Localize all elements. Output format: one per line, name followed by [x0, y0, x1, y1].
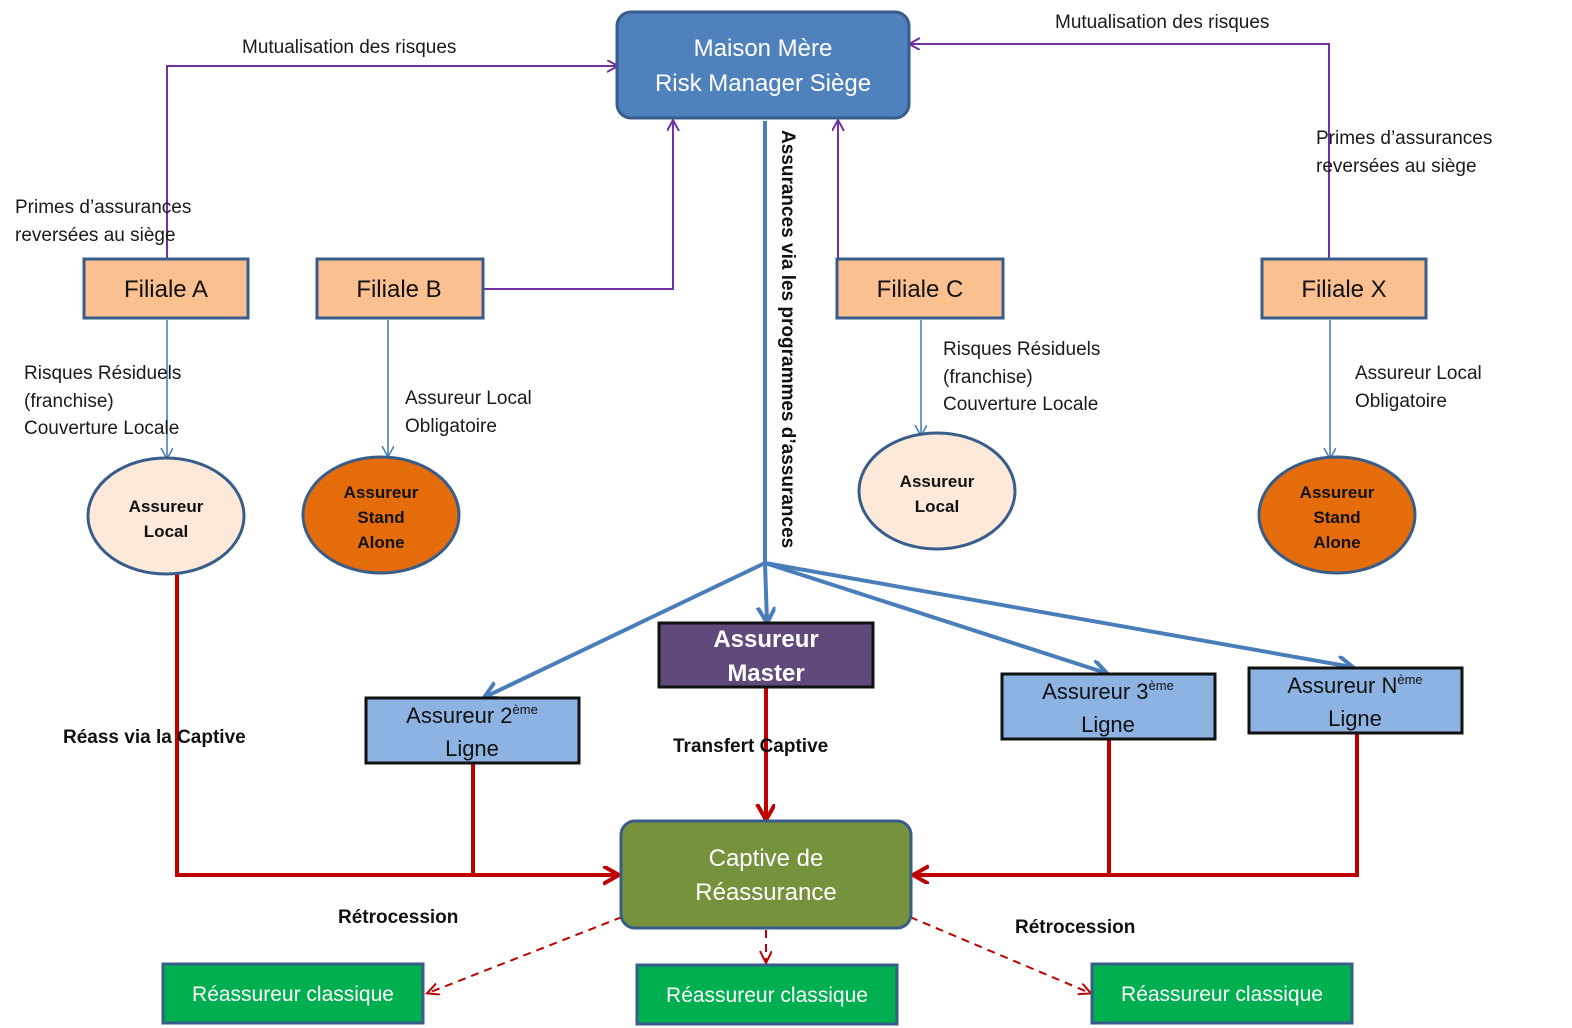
reassureur-right-label: Réassureur classique — [1121, 983, 1323, 1006]
filiale-b-node: Filiale B — [315, 257, 485, 320]
assureur-neme-ligne-node: Assureur Nème Ligne — [1247, 666, 1464, 735]
stand-alone-x-line3: Alone — [1313, 533, 1360, 552]
filiale-c-label: Filiale C — [877, 276, 964, 303]
label-risques-a-2: (franchise) — [24, 391, 114, 412]
assureur-2eme-prefix: Assureur 2 — [406, 703, 512, 728]
arrow-filiale-x-to-maison — [910, 44, 1330, 258]
label-oblig-b-2: Obligatoire — [405, 416, 497, 437]
reassureur-left-label: Réassureur classique — [192, 983, 394, 1006]
assureur-3eme-sup: ème — [1149, 678, 1174, 693]
label-mutualisation-right: Mutualisation des risques — [1055, 12, 1269, 33]
reassureur-left-node: Réassureur classique — [161, 962, 425, 1025]
assureur-3eme-line1: Assureur 3ème — [1042, 678, 1174, 704]
thin-blue-connectors — [167, 320, 1330, 458]
reassureur-right-node: Réassureur classique — [1090, 962, 1354, 1025]
label-primes-left-2: reversées au siège — [15, 225, 176, 246]
assureur-local-c-node: Assureur Local — [857, 431, 1017, 551]
label-primes-right-2: reversées au siège — [1316, 156, 1477, 177]
filiale-c-node: Filiale C — [835, 257, 1005, 320]
label-transfert-captive: Transfert Captive — [673, 736, 828, 757]
stand-alone-x-line1: Assureur — [1300, 483, 1375, 502]
label-primes-right-1: Primes d’assurances — [1316, 128, 1492, 149]
label-oblig-x-2: Obligatoire — [1355, 391, 1447, 412]
stand-alone-b-line3: Alone — [357, 533, 404, 552]
assureur-local-c-line2: Local — [915, 497, 959, 516]
arrow-to-neme — [764, 561, 1352, 667]
assureur-2eme-sup: ème — [513, 702, 538, 717]
assureur-master-line1: Assureur — [713, 626, 818, 653]
arrow-to-2eme — [485, 561, 766, 697]
assureur-3eme-line2: Ligne — [1081, 712, 1135, 737]
assureur-2eme-line1: Assureur 2ème — [406, 702, 538, 728]
filiale-b-label: Filiale B — [356, 276, 441, 303]
filiale-x-node: Filiale X — [1260, 257, 1428, 320]
filiale-x-label: Filiale X — [1301, 276, 1386, 303]
assureur-local-a-line1: Assureur — [129, 497, 204, 516]
reassureur-center-node: Réassureur classique — [635, 963, 899, 1026]
assureur-local-c-line1: Assureur — [900, 472, 975, 491]
assureur-master-line2: Master — [727, 660, 804, 687]
arrow-to-3eme — [764, 561, 1106, 673]
captive-node: Captive de Réassurance — [619, 819, 913, 930]
label-mutualisation-left: Mutualisation des risques — [242, 37, 456, 58]
retro-arrow-right — [909, 916, 1090, 993]
filiale-a-label: Filiale A — [124, 276, 208, 303]
assureur-local-a-line2: Local — [144, 522, 188, 541]
label-risques-c-3: Couverture Locale — [943, 394, 1098, 415]
label-risques-c-1: Risques Résiduels — [943, 339, 1100, 360]
arrow-to-master — [765, 562, 767, 622]
label-oblig-b-1: Assureur Local — [405, 388, 532, 409]
arrow-neme-to-captive — [914, 734, 1359, 875]
maison-mere-line2: Risk Manager Siège — [655, 70, 871, 97]
captive-line1: Captive de — [709, 845, 824, 872]
purple-connectors — [166, 44, 1330, 290]
assureur-3eme-prefix: Assureur 3 — [1042, 679, 1148, 704]
maison-mere-line1: Maison Mère — [694, 35, 833, 62]
filiale-a-node: Filiale A — [82, 257, 250, 320]
red-connectors — [175, 572, 1359, 875]
label-primes-left-1: Primes d’assurances — [15, 197, 191, 218]
label-risques-c-2: (franchise) — [943, 367, 1033, 388]
arrow-filiale-a-to-maison — [166, 66, 617, 258]
assureur-2eme-line2: Ligne — [445, 736, 499, 761]
assureur-neme-line1: Assureur Nème — [1287, 672, 1422, 698]
red-dashed-connectors — [428, 916, 1090, 993]
label-risques-a-1: Risques Résiduels — [24, 363, 181, 384]
arrow-filiale-b-to-maison — [484, 121, 673, 290]
label-reass-captive: Réass via la Captive — [63, 727, 246, 748]
stand-alone-x-line2: Stand — [1313, 508, 1360, 527]
retro-arrow-left — [428, 916, 623, 993]
assureur-2eme-ligne-node: Assureur 2ème Ligne — [364, 696, 581, 765]
label-programmes-vertical: Assurances via les programmes d’assuranc… — [777, 130, 798, 548]
assureur-master-node: Assureur Master — [657, 621, 875, 689]
stand-alone-b-line2: Stand — [357, 508, 404, 527]
assureur-local-a-node: Assureur Local — [86, 456, 246, 576]
label-retrocession-right: Rétrocession — [1015, 917, 1135, 938]
assureur-neme-line2: Ligne — [1328, 706, 1382, 731]
assureur-stand-alone-b-node: Assureur Stand Alone — [301, 455, 461, 575]
captive-line2: Réassurance — [695, 879, 836, 906]
reassureur-center-label: Réassureur classique — [666, 984, 868, 1007]
assureur-3eme-ligne-node: Assureur 3ème Ligne — [1000, 672, 1217, 741]
label-risques-a-3: Couverture Locale — [24, 418, 179, 439]
thick-blue-connectors — [485, 121, 1352, 697]
label-oblig-x-1: Assureur Local — [1355, 363, 1482, 384]
assureur-neme-prefix: Assureur N — [1287, 673, 1397, 698]
assureur-neme-sup: ème — [1397, 672, 1422, 687]
label-retrocession-left: Rétrocession — [338, 907, 458, 928]
stand-alone-b-line1: Assureur — [344, 483, 419, 502]
assureur-stand-alone-x-node: Assureur Stand Alone — [1257, 455, 1417, 575]
maison-mere-node: Maison Mère Risk Manager Siège — [615, 10, 911, 120]
